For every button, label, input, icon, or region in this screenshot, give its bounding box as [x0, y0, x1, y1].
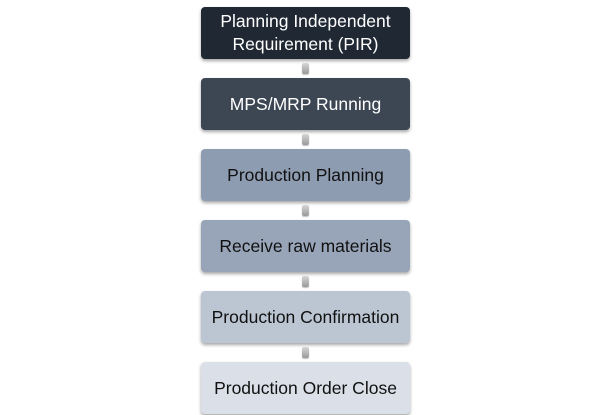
step-1-label: Planning Independent Requirement (PIR)	[220, 10, 390, 56]
step-mps-mrp-running: MPS/MRP Running	[201, 78, 410, 130]
connector-5	[302, 347, 309, 358]
step-1-label-line1: Planning Independent	[220, 11, 391, 31]
step-receive-raw-materials: Receive raw materials	[201, 220, 410, 272]
step-3-label: Production Planning	[227, 164, 384, 185]
step-4-label: Receive raw materials	[219, 235, 392, 256]
step-production-planning: Production Planning	[201, 149, 410, 201]
connector-2	[302, 134, 309, 145]
step-planning-independent-requirement: Planning Independent Requirement (PIR)	[201, 7, 410, 59]
step-production-order-close: Production Order Close	[201, 362, 410, 414]
step-5-label: Production Confirmation	[211, 306, 400, 327]
connector-1	[302, 63, 309, 74]
step-2-label: MPS/MRP Running	[229, 93, 382, 114]
step-production-confirmation: Production Confirmation	[201, 291, 410, 343]
step-6-label: Production Order Close	[214, 377, 397, 398]
connector-4	[302, 276, 309, 287]
connector-3	[302, 205, 309, 216]
step-1-label-line2: Requirement (PIR)	[232, 34, 379, 54]
